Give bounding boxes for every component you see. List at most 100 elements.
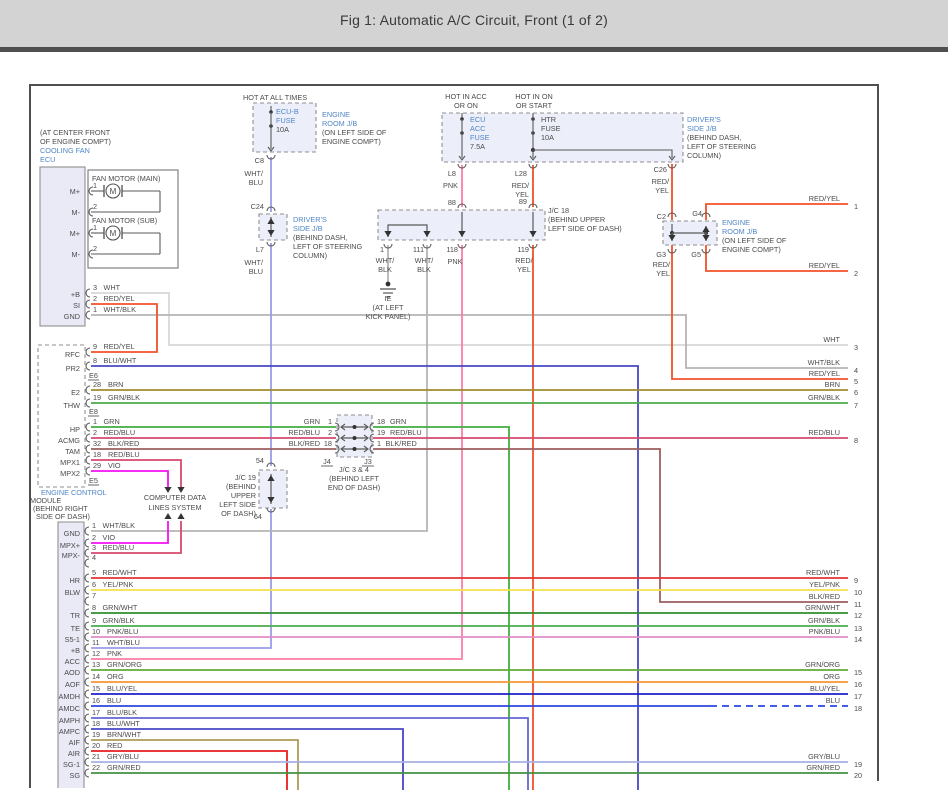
pin-arc xyxy=(84,654,90,664)
jc34-box xyxy=(336,414,373,458)
wire-color-label: RED/WHT xyxy=(103,568,138,577)
pin-arc xyxy=(85,361,91,371)
diagram-label: YEL xyxy=(656,269,670,278)
arrow-head xyxy=(529,231,537,237)
diagram-label: HOT AT ALL TIMES xyxy=(243,93,307,102)
wire-color-label: RED/YEL xyxy=(809,194,840,203)
pin-arc xyxy=(85,310,91,320)
jb-fill xyxy=(259,214,287,240)
figure-title: Fig 1: Automatic A/C Circuit, Front (1 o… xyxy=(340,12,608,28)
diagram-label: M+ xyxy=(70,187,80,196)
jb-fill xyxy=(442,113,683,162)
diagram-label: ENGINE COMPT) xyxy=(322,137,381,146)
pin-name: RFC xyxy=(65,350,80,359)
wire-color-label: GRN xyxy=(304,417,320,426)
diagram-label: FAN MOTOR (SUB) xyxy=(92,216,157,225)
wire-color-label: RED/BLU xyxy=(108,450,140,459)
wire-color-label: BLU/YEL xyxy=(810,684,840,693)
pin-number: 6 xyxy=(92,580,96,589)
diagram-label: COLUMN) xyxy=(687,151,721,160)
title-bar-divider xyxy=(0,47,948,52)
wire-color-label: RED/BLU xyxy=(390,428,422,437)
diagram-label: COMPUTER DATA xyxy=(144,493,206,502)
wire-color-label: GRN/WHT xyxy=(805,603,840,612)
diagram-label: LEFT OF STEERING xyxy=(687,142,757,151)
diagram-label: ENGINE xyxy=(722,218,750,227)
circuit-number: 18 xyxy=(854,704,862,713)
pin-arc xyxy=(84,548,90,558)
pin-number: 28 xyxy=(93,380,101,389)
diagram-label: ECU xyxy=(470,115,485,124)
drivers-side-jb-connector-box xyxy=(258,213,288,241)
pin-name: MPX- xyxy=(62,551,81,560)
diagram-label: E8 xyxy=(89,407,98,416)
ecm-dashed-box xyxy=(37,344,86,488)
connector-line xyxy=(340,434,346,442)
wire-color-label: BLU/WHT xyxy=(104,356,137,365)
wire-color-label: WHT xyxy=(823,335,840,344)
wire-grn xyxy=(373,426,510,790)
diagram-label: 54 xyxy=(256,456,264,465)
pin-number: 1 xyxy=(328,417,332,426)
pin-number: 20 xyxy=(92,741,100,750)
diagram-label: J4 xyxy=(323,457,331,466)
diagram-label: 88 xyxy=(448,198,456,207)
pin-arc xyxy=(369,433,375,443)
diagram-label: RED/ xyxy=(653,260,671,269)
pin-arc xyxy=(88,228,94,238)
pin-arc xyxy=(369,444,375,454)
engine-room-jb-fuse-box xyxy=(252,102,317,153)
pin-arc xyxy=(85,299,91,309)
circuit-number: 17 xyxy=(854,692,862,701)
diagram-label: J/C 19 xyxy=(235,473,256,482)
pin-name: TR xyxy=(70,611,80,620)
wire-color-label: BLU/WHT xyxy=(107,719,140,728)
pin-number: 1 xyxy=(93,305,97,314)
wire-blu-wht xyxy=(91,728,404,790)
pin-arc xyxy=(266,241,276,247)
diagram-label: IE xyxy=(385,294,392,303)
diagram-label: M- xyxy=(71,208,80,217)
diagram-label: (BEHIND DASH, xyxy=(687,133,741,142)
wire-color-label: GRN/RED xyxy=(806,763,840,772)
pin-arc xyxy=(84,677,90,687)
diagram-label: FUSE xyxy=(470,133,490,142)
pin-arc xyxy=(85,466,91,476)
diagram-label: M xyxy=(110,187,117,196)
diagram-label: 2 xyxy=(93,244,97,253)
diagram-label: ECU-B xyxy=(276,107,299,116)
pin-number: 1 xyxy=(93,417,97,426)
diagram-label: C24 xyxy=(251,202,264,211)
pin-number: 10 xyxy=(92,627,100,636)
pin-name: AMPC xyxy=(59,727,80,736)
pin-arc xyxy=(84,526,90,536)
wire-color-label: BLK/RED xyxy=(809,592,840,601)
pin-arc xyxy=(457,203,467,209)
diagram-label: (BEHIND LEFT xyxy=(329,474,379,483)
pin-arc xyxy=(457,243,467,249)
pin-arc xyxy=(85,455,91,465)
diagram-label: HOT IN ACC xyxy=(445,92,487,101)
pin-arc xyxy=(701,212,711,218)
diagram-label: 89 xyxy=(519,197,527,206)
pin-arc xyxy=(667,163,677,169)
diagram-label: E5 xyxy=(89,476,98,485)
diagram-label: WHT/ xyxy=(244,258,264,267)
pin-name: AMPH xyxy=(59,716,80,725)
diagram-label: WHT/ xyxy=(415,256,435,265)
figure-title-bar: Fig 1: Automatic A/C Circuit, Front (1 o… xyxy=(0,0,948,47)
motor-symbol xyxy=(105,225,121,241)
wire-color-label: GRN xyxy=(390,417,406,426)
pin-arc xyxy=(85,347,91,357)
diagram-label: DRIVER'S xyxy=(293,215,327,224)
pin-arc xyxy=(528,163,538,169)
wire-color-label: GRN/WHT xyxy=(103,603,138,612)
pin-arc xyxy=(84,585,90,595)
wire-color-label: RED/WHT xyxy=(806,568,841,577)
pin-number: 32 xyxy=(93,439,101,448)
wire-wht xyxy=(91,292,848,346)
wire-color-label: GRN/BLK xyxy=(808,393,840,402)
wire-red xyxy=(91,750,288,790)
diagram-label: WHT/ xyxy=(376,256,396,265)
